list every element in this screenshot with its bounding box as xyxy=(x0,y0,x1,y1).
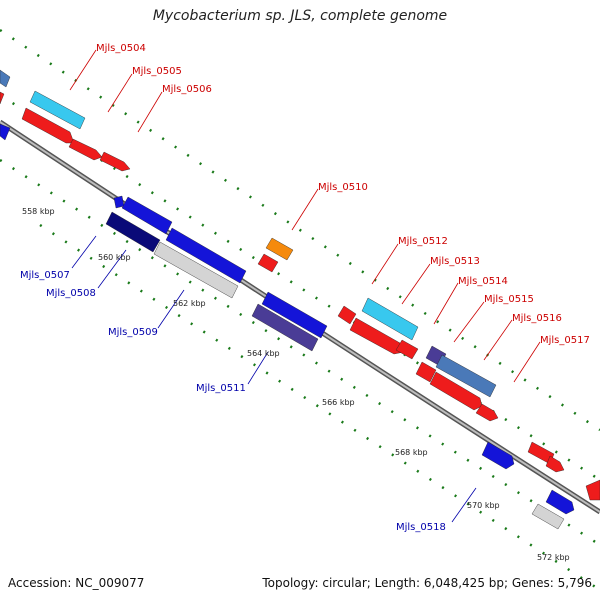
tick-label: 564 kbp xyxy=(247,349,280,358)
gene-left-edge-blue xyxy=(0,69,11,88)
gene-label: Mjls_0513 xyxy=(430,256,480,267)
tick-label: 568 kbp xyxy=(395,448,428,457)
topology-label: Topology: circular; Length: 6,048,425 bp… xyxy=(262,576,592,590)
gene-0505b xyxy=(68,138,103,161)
gene-label: Mjls_0515 xyxy=(484,294,534,305)
gene-0517b xyxy=(429,371,483,411)
gene-label: Mjls_0510 xyxy=(318,182,368,193)
gene-label: Mjls_0505 xyxy=(132,66,182,77)
gene-0510b xyxy=(257,253,279,273)
gene-0506 xyxy=(99,151,131,172)
gene-0511-blue xyxy=(261,291,328,339)
track-guides xyxy=(0,28,600,592)
gene-0517c xyxy=(475,403,499,422)
gene-labels-top: Mjls_0504 Mjls_0505 Mjls_0506 Mjls_0510 … xyxy=(96,43,590,346)
tick-label: 566 kbp xyxy=(322,398,355,407)
gene-label: Mjls_0512 xyxy=(398,236,448,247)
gene-label: Mjls_0516 xyxy=(512,313,562,324)
gene-0518 xyxy=(545,489,575,515)
gene-0509-blue xyxy=(165,227,247,284)
tick-label: 560 kbp xyxy=(98,253,131,262)
gene-0518-blue xyxy=(481,441,515,470)
gene-0512-red xyxy=(337,305,357,325)
track-guide-outer-3 xyxy=(0,28,600,432)
gene-0507-small xyxy=(113,195,125,209)
gene-label: Mjls_0517 xyxy=(540,335,590,346)
tick-label: 562 kbp xyxy=(173,299,206,308)
gene-0505 xyxy=(21,107,75,144)
gene-label: Mjls_0507 xyxy=(20,270,70,281)
gene-0516 xyxy=(435,354,497,398)
gene-0507 xyxy=(121,196,173,235)
gene-left-edge-dark xyxy=(0,123,11,141)
label-leaders-top xyxy=(69,49,541,383)
scale-ticks: 558 kbp 560 kbp 562 kbp 564 kbp 566 kbp … xyxy=(22,207,570,562)
track-guide-inner-3 xyxy=(39,223,600,592)
gene-label: Mjls_0514 xyxy=(458,276,508,287)
gene-label: Mjls_0518 xyxy=(396,522,446,533)
gene-label: Mjls_0508 xyxy=(46,288,96,299)
gene-0509 xyxy=(153,241,239,299)
tick-label: 572 kbp xyxy=(537,553,570,562)
gene-0510 xyxy=(265,237,294,261)
gene-0520-red xyxy=(585,479,600,501)
gene-arrows xyxy=(0,69,600,530)
tick-label: 570 kbp xyxy=(467,501,500,510)
label-leaders-bottom xyxy=(71,235,477,523)
gene-0512 xyxy=(361,297,419,341)
gene-0511 xyxy=(251,303,319,352)
gene-0514 xyxy=(395,339,419,360)
gene-0508 xyxy=(105,211,161,253)
gene-labels-bottom: Mjls_0507 Mjls_0508 Mjls_0509 Mjls_0511 … xyxy=(20,270,446,533)
accession-label: Accession: NC_009077 xyxy=(8,576,145,590)
gene-0519b xyxy=(545,455,565,473)
gene-0513 xyxy=(349,317,405,355)
gene-label: Mjls_0509 xyxy=(108,327,158,338)
gene-label: Mjls_0511 xyxy=(196,383,246,394)
gene-0518-grey xyxy=(531,503,565,530)
map-title: Mycobacterium sp. JLS, complete genome xyxy=(152,8,448,24)
gene-0504 xyxy=(29,90,86,130)
gene-label: Mjls_0506 xyxy=(162,84,212,95)
tick-label: 558 kbp xyxy=(22,207,55,216)
gene-0517 xyxy=(415,361,437,383)
gene-left-edge-red xyxy=(0,91,5,105)
gene-label: Mjls_0504 xyxy=(96,43,146,54)
